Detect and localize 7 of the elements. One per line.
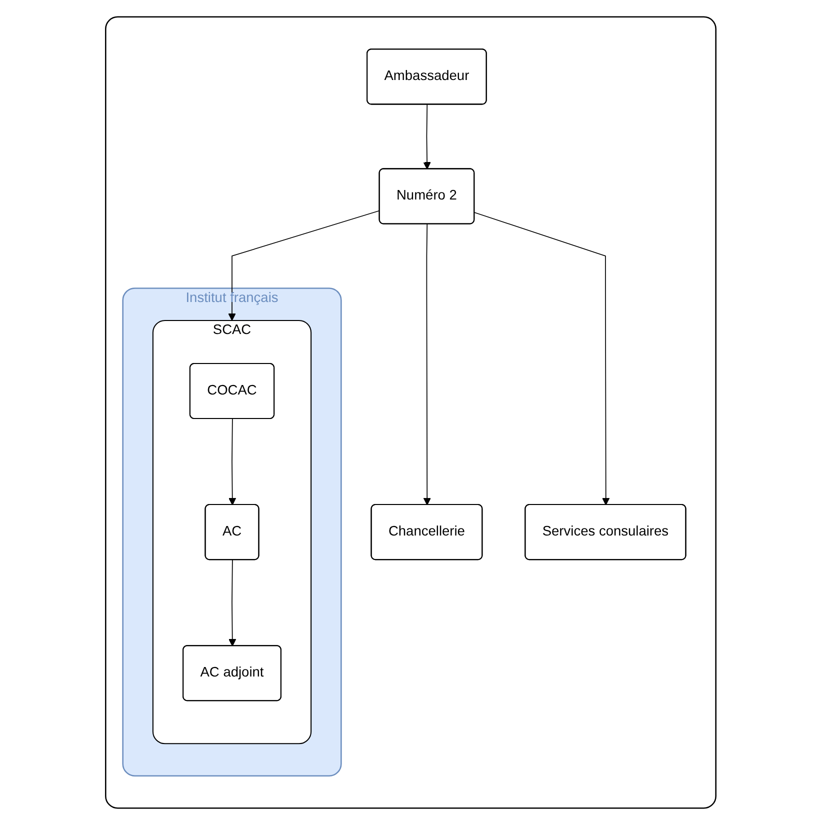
arrow (228, 418, 236, 506)
arrow (228, 560, 236, 646)
arrow (423, 104, 431, 170)
arrow (474, 212, 610, 506)
cluster (104, 16, 716, 809)
arrow (228, 210, 380, 321)
arrow (423, 224, 431, 506)
